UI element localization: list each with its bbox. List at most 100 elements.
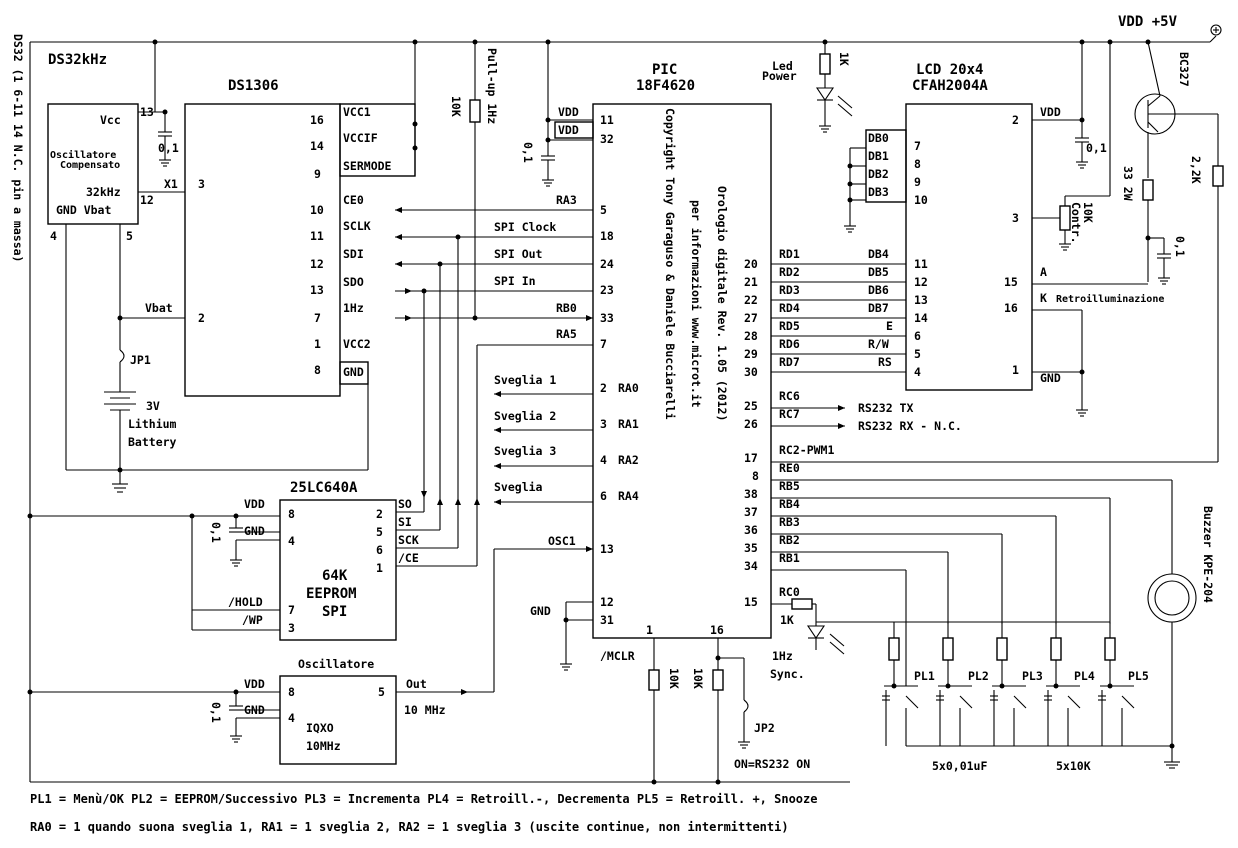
eeprom-cap: 0,1	[209, 522, 223, 543]
pic-cap: 0,1	[521, 142, 535, 163]
eeprom-label-3: SPI	[322, 604, 347, 620]
sync-label-2: Sync.	[770, 667, 805, 681]
pl4-label: PL4	[1074, 669, 1095, 683]
gnd-rail	[27, 42, 850, 785]
pin-num: 29	[744, 347, 758, 361]
pin-num: 11	[600, 113, 614, 127]
led-power-2: Power	[762, 69, 797, 83]
pin-name: GND	[343, 365, 364, 379]
pin-num: 23	[600, 283, 614, 297]
pin-num: 22	[744, 293, 758, 307]
pic-vdd-1: VDD	[558, 105, 579, 119]
led-power-1: Led	[772, 59, 793, 73]
pic-web: per informazioni www.microt.it	[689, 200, 703, 408]
sig-sveglia-3: Sveglia 3	[494, 444, 556, 458]
pin-name: DB2	[868, 167, 889, 181]
pin-num: 2	[600, 381, 607, 395]
pin-num: 37	[744, 505, 758, 519]
sig-sveglia: Sveglia	[494, 480, 543, 494]
lcd-module	[905, 103, 1033, 391]
pic-vdd-box	[554, 121, 594, 139]
pin-name: SERMODE	[343, 159, 392, 173]
pin-name: R/W	[868, 337, 889, 351]
eeprom-title: 25LC640A	[290, 480, 358, 496]
battery-voltage: 3V	[146, 399, 160, 413]
pin-num: 28	[744, 329, 758, 343]
lcd-contr-label: Contr.	[1069, 202, 1083, 244]
led-power-resistor	[819, 53, 831, 75]
note-buttons: PL1 = Menù/OK PL2 = EEPROM/Successivo PL…	[30, 792, 817, 806]
pin-name: VCC2	[343, 337, 371, 351]
pin-name: RA3	[556, 193, 577, 207]
pin-name: RA4	[618, 489, 639, 503]
res-label: 5x10K	[1056, 759, 1091, 773]
pin-name: DB7	[868, 301, 889, 315]
pin-num: 7	[914, 139, 921, 153]
lcd-databus	[771, 263, 906, 429]
lcd-contrast-trimmer	[1059, 205, 1071, 231]
eeprom-pin7: 7	[288, 603, 295, 617]
pin-name: RC7	[779, 407, 800, 421]
pin-num: 13	[914, 293, 928, 307]
pin-name: RA0	[618, 381, 639, 395]
pic-left-pins: 11 32 5 RA3 18 24 23 33 RB0 7 RA5 2 RA0 …	[556, 113, 724, 637]
buzzer-label: Buzzer KPE-204	[1201, 506, 1215, 603]
sync-label-1: 1Hz	[772, 649, 793, 663]
osc-pin4: 4	[288, 711, 295, 725]
backlight-resistor-33	[1142, 179, 1154, 201]
battery-label-1: Lithium	[128, 417, 177, 431]
pin-num: 15	[744, 595, 758, 609]
pin-name: SDI	[343, 247, 364, 261]
pl2-label: PL2	[968, 669, 989, 683]
pin-name: RD7	[779, 355, 800, 369]
pin-num: 5	[376, 525, 383, 539]
button-pl3[interactable]	[990, 622, 1027, 746]
eeprom-pin3: 3	[288, 621, 295, 635]
ds1306-pin2: 2	[198, 311, 205, 325]
pin-num: 11	[310, 229, 324, 243]
button-pl4[interactable]	[1044, 622, 1081, 746]
button-pl2[interactable]	[936, 622, 973, 746]
pic-chip	[592, 103, 772, 639]
ds32-vcc: Vcc	[100, 113, 121, 127]
pin-num: 14	[310, 139, 324, 153]
osc-freq: 10 MHz	[404, 703, 446, 717]
pin-num: 21	[744, 275, 758, 289]
eeprom-vdd: VDD	[244, 497, 265, 511]
pin-num: 8	[752, 469, 759, 483]
pin-name: DB6	[868, 283, 889, 297]
ds32-title: DS32kHz	[48, 52, 107, 68]
ds1306-chip	[184, 103, 341, 397]
eeprom-wp: /WP	[242, 613, 263, 627]
pic-right-pins: 20 RD1 21 RD2 22 RD3 27 RD4 28 RD5 29 RD…	[744, 247, 834, 609]
pin-num: 17	[744, 451, 758, 465]
pin-num: 16	[310, 113, 324, 127]
pin-name: RD1	[779, 247, 800, 261]
pin-num: 2	[1012, 113, 1019, 127]
pin-num: 3	[1012, 211, 1019, 225]
pin-name: SO	[398, 497, 412, 511]
pin-name: VDD	[1040, 105, 1061, 119]
backlight-cap: 0,1	[1173, 236, 1187, 257]
pin-num: 1	[646, 623, 653, 637]
osc-label-2: 10MHz	[306, 739, 341, 753]
pin-name: K	[1040, 291, 1047, 305]
pin-name: SCK	[398, 533, 419, 547]
eeprom-pin8: 8	[288, 507, 295, 521]
eeprom-chip	[279, 499, 397, 641]
pin-name: SI	[398, 515, 412, 529]
ds1306-title: DS1306	[228, 78, 279, 94]
button-pl5[interactable]	[1098, 622, 1135, 746]
osc-vdd: VDD	[244, 677, 265, 691]
pin-name: RB5	[779, 479, 800, 493]
pin-num: 8	[314, 363, 321, 377]
pin-name: RD4	[779, 301, 800, 315]
button-pl1[interactable]	[882, 622, 919, 746]
pin-name: A	[1040, 265, 1047, 279]
pin-name: RD5	[779, 319, 800, 333]
ds32-khz: 32kHz	[86, 185, 121, 199]
bc327-label: BC327	[1177, 52, 1191, 87]
osc-label-1: IQXO	[306, 721, 334, 735]
osc-title: Oscillatore	[298, 657, 374, 671]
pin-name: DB1	[868, 149, 889, 163]
